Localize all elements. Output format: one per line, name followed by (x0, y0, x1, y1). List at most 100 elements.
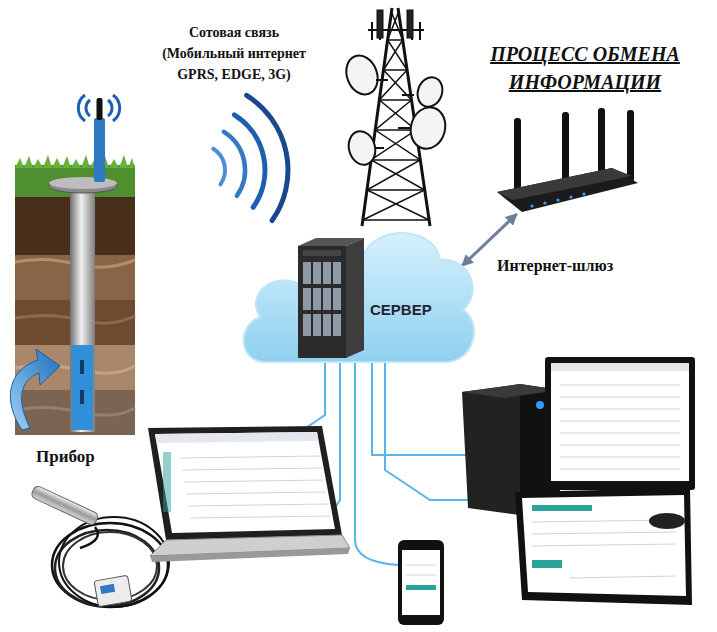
server-tower (346, 238, 364, 358)
desktop-computer (532, 520, 676, 522)
well-pipe (70, 182, 95, 432)
desktop-computer (532, 532, 676, 534)
cell-tower (367, 12, 429, 220)
desktop-computer (560, 469, 680, 470)
server-label: СЕРВЕР (370, 300, 432, 319)
sensor-device (30, 485, 99, 526)
cell-tower (363, 40, 429, 220)
laptop (148, 426, 350, 562)
sensor-device (94, 575, 132, 607)
ground-section (15, 407, 135, 415)
sensor-device (59, 517, 169, 607)
sensor-device (30, 485, 169, 607)
signal-arcs (113, 95, 120, 121)
network-cables (300, 355, 325, 432)
smartphone (402, 550, 440, 615)
server-tower (313, 288, 321, 310)
router-device (598, 108, 605, 174)
cell-tower (341, 8, 450, 226)
ground-section (15, 195, 135, 255)
well-pipe (49, 98, 117, 432)
server-tower (303, 288, 311, 310)
radio-waves (247, 95, 288, 220)
signal-arcs (78, 95, 85, 121)
laptop (163, 452, 171, 512)
desktop-computer (560, 445, 680, 446)
desktop-computer (522, 495, 686, 596)
cell-tower (406, 103, 450, 152)
laptop (150, 548, 350, 562)
diagram-title: ПРОЦЕСС ОБМЕНА ИНФОРМАЦИИ (470, 40, 700, 96)
cell-tower (368, 22, 424, 40)
router-device (562, 112, 569, 182)
network-cables (385, 355, 520, 500)
cloud-shape (235, 222, 477, 367)
curved-arrow (10, 349, 60, 430)
cell-tower (375, 80, 414, 148)
label-block: Сотовая связь (Мобильный интернет GPRS, … (154, 22, 314, 85)
ground-section (15, 300, 135, 345)
server-tower (303, 250, 341, 256)
desktop-computer (560, 385, 680, 386)
sensor-device (55, 530, 159, 606)
cloud-outline (244, 233, 474, 362)
desktop-computer (560, 385, 680, 469)
sensor-device (94, 575, 132, 607)
laptop (148, 426, 342, 540)
router-device (543, 201, 546, 204)
desktop-computer (532, 544, 676, 546)
cell-tower (363, 12, 425, 220)
desktop-computer (515, 488, 692, 605)
server-tower (333, 314, 341, 336)
network-cables (300, 355, 520, 565)
laptop (182, 468, 322, 470)
server-tower (298, 238, 364, 358)
laptop (155, 432, 319, 443)
sensor-device (63, 532, 157, 600)
network-cables (372, 355, 470, 455)
desktop-computer (560, 433, 680, 434)
laptop (190, 516, 330, 518)
router-device (582, 192, 585, 195)
router-device (497, 108, 638, 212)
desktop-computer (462, 384, 560, 398)
desktop-computer (545, 357, 695, 490)
server-tower (323, 314, 331, 336)
ground-section (15, 155, 135, 168)
sensor-device (100, 584, 115, 594)
label-block: Прибор (36, 446, 95, 468)
well-pipe (97, 98, 103, 120)
server-tower (298, 246, 346, 358)
smartphone (398, 540, 444, 625)
ground-section (15, 259, 135, 267)
signal-arcs (86, 100, 90, 116)
desktop-computer (462, 384, 520, 515)
cell-tower (362, 8, 430, 226)
well-pipe (49, 179, 117, 193)
desktop-computer (532, 520, 676, 578)
radio-waves (234, 115, 265, 207)
sensor-device (52, 523, 168, 607)
laptop (188, 504, 328, 506)
desktop-computer (520, 384, 560, 520)
desktop-computer (551, 363, 689, 481)
router-device (627, 110, 634, 182)
smartphone (406, 575, 436, 576)
smartphone (406, 565, 436, 566)
router-device (569, 195, 572, 198)
server-tower (323, 262, 331, 284)
ground-section (15, 345, 135, 390)
signal-arcs (78, 95, 119, 121)
device-label: Прибор (36, 446, 95, 468)
server-tower (303, 262, 311, 284)
well-pipe (80, 390, 84, 404)
signal-arcs (108, 100, 112, 116)
cell-tower (377, 10, 383, 38)
server-tower (313, 314, 321, 336)
router-device (497, 168, 638, 212)
desktop-computer (536, 401, 544, 409)
radio-waves (213, 95, 288, 220)
